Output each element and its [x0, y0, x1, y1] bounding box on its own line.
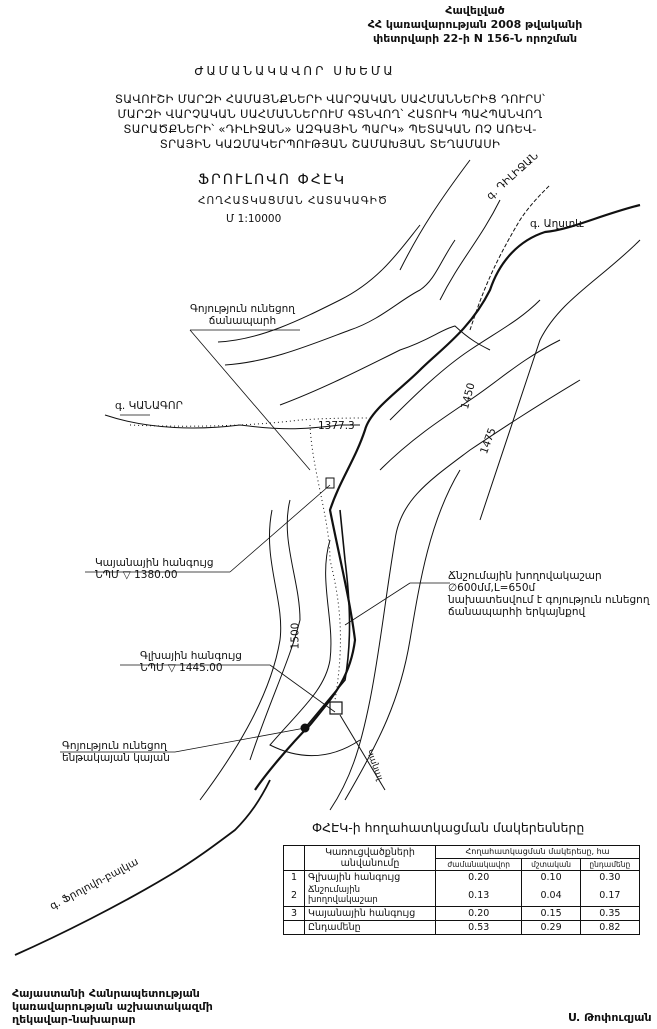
elevation-point: 1377.3	[318, 420, 355, 432]
plant-name: ՖՐՈՒԼՈՎՈ ՓՀԷԿ	[198, 172, 347, 188]
canal-line	[339, 714, 386, 791]
description-line: ՏԱՐԱԾՔՆԵՐԻ՝ «ԴԻԼԻՋԱՆ» ԱԶԳԱՅԻՆ ՊԱՐԿ» ՊԵՏԱ…	[123, 122, 537, 136]
contour-line	[269, 539, 361, 757]
dilijan-river	[469, 184, 551, 331]
leader-line	[344, 582, 411, 626]
pressure-pipe	[304, 509, 351, 729]
contour-line	[279, 325, 491, 406]
description-line: ՏԱՎՈՒՇԻ ՄԱՐԶԻ ՀԱՄԱՅՆՔՆԵՐԻ ՎԱՐՉԱԿԱՆ ՍԱՀՄԱ…	[114, 92, 546, 106]
contour-line	[199, 509, 282, 801]
leader-line	[189, 329, 311, 471]
contour-line	[249, 499, 301, 761]
river-label-kanagor: գ. ԿԱՆԱԳՈՐ	[115, 400, 183, 412]
contour-line	[329, 539, 396, 811]
col-header-temp: ժամանակավոր	[434, 857, 523, 871]
appendix-line: փետրվարի 22-ի N 156-Ն որոշման	[372, 32, 578, 45]
contour-line	[104, 414, 360, 430]
contour-line	[344, 469, 461, 801]
table-title: ՓՀԷԿ-ի հողահատկացման մակերեսները	[312, 820, 585, 835]
col-header-name: Կառուցվածքների անվանումը	[304, 845, 436, 871]
frolovo-river	[14, 779, 271, 956]
substation-symbol	[300, 723, 310, 733]
kanagor-river	[129, 417, 371, 427]
signatory-name: Ս. Թոփուզյան	[568, 1011, 652, 1024]
leader-line	[269, 664, 336, 713]
col-header-perm: մշտական	[521, 857, 581, 871]
contour-line	[394, 379, 581, 541]
contour-line	[217, 224, 421, 343]
contour-line	[389, 299, 541, 421]
scale: Մ 1:10000	[226, 213, 282, 225]
description-line: ՄԱՐԶԻ ՎԱՐՉԱԿԱՆ ՍԱՀՄԱՆՆԵՐՈՒՄ ԳՏՆՎՈՂ՝ ՀԱՏՈ…	[117, 107, 543, 121]
appendix-line: Հավելված	[445, 4, 505, 17]
contour-line	[479, 239, 641, 521]
appendix-header: Հավելված ՀՀ կառավարության 2008 թվականի փ…	[330, 4, 620, 46]
table-row: 2 Ճնշումային խողովակաշար 0.13 0.04 0.17	[283, 884, 641, 907]
contour-line	[379, 339, 561, 471]
land-allocation-table: Կառուցվածքների անվանումը Հողահատկացման մ…	[283, 845, 641, 935]
contour-label-1500: 1500	[289, 622, 302, 650]
col-header-total: ընդամենը	[579, 857, 641, 871]
leader-line	[229, 484, 331, 573]
road-existing	[309, 424, 341, 701]
contour-line	[439, 199, 501, 301]
table-total-row: Ընդամենը 0.53 0.29 0.82	[283, 920, 641, 935]
contour-line	[224, 239, 456, 366]
pressure-pipe-label: Ճնշումային խողովակաշար∅600մմ,L=650մ նախա…	[448, 570, 650, 618]
river-label-aghstev: գ. Աղստև	[530, 218, 584, 230]
col-header-group: Հողահատկացման մակերեսը, հա	[435, 845, 640, 859]
document-description: ՏԱՎՈՒՇԻ ՄԱՐԶԻ ՀԱՄԱՅՆՔՆԵՐԻ ՎԱՐՉԱԿԱՆ ՍԱՀՄԱ…	[60, 92, 600, 152]
description-line: ՏՐԱՅԻՆ ԿԱԶՄԱԿԵՐՊՈՒԹՅԱՆ ՇԱՄԱԽՅԱՆ ՏԵՂԱՄԱՍԻ	[159, 137, 501, 151]
head-node-structure	[329, 701, 343, 715]
contour-line	[399, 159, 471, 271]
plan-name: ՀՈՂՀԱՏԿԱՑՄԱՆ ՀԱՏԱԿԱԳԻԾ	[198, 195, 388, 207]
aghstev-river	[254, 203, 641, 791]
station-building	[325, 477, 335, 489]
leader-line	[174, 727, 306, 753]
document-title: ԺԱՄԱՆԱԿԱՎՈՐ ՍԽԵՄԱ	[194, 64, 396, 78]
table-row: 1 Գլխային հանգույց 0.20 0.10 0.30	[283, 870, 641, 884]
table-row: 3 Կայանային հանգույց 0.20 0.15 0.35	[283, 906, 641, 921]
appendix-line: ՀՀ կառավարության 2008 թվականի	[367, 18, 583, 31]
